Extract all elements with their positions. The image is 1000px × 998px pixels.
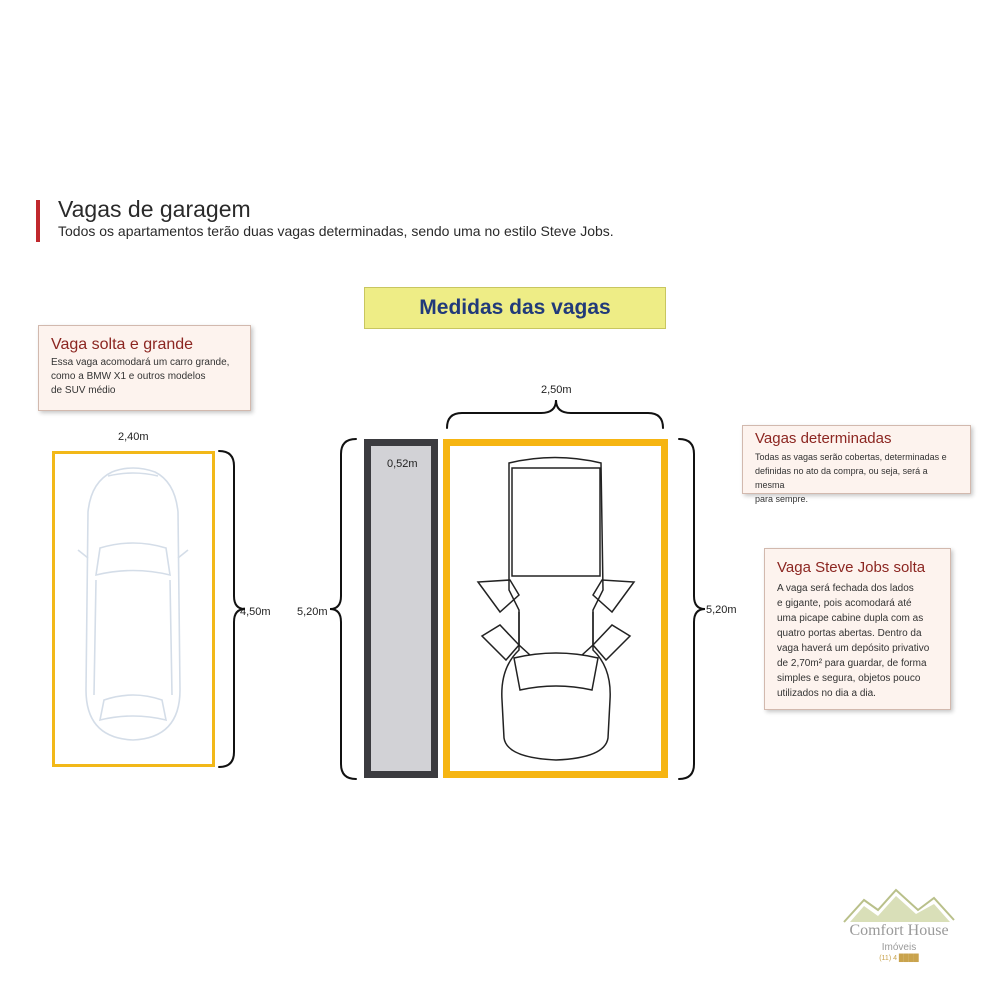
- big-length-left-label: 5,20m: [297, 606, 328, 618]
- pickup-outline: [476, 456, 636, 761]
- info-heading: Vagas determinadas: [755, 430, 892, 447]
- info-body: Essa vaga acomodará um carro grande, com…: [51, 357, 230, 396]
- small-length-label: 4,50m: [240, 606, 271, 618]
- brace-small-right: [218, 450, 246, 768]
- info-body: A vaga será fechada dos lados e gigante,…: [777, 583, 930, 699]
- banner-label: Medidas das vagas: [419, 296, 611, 319]
- page-subtitle: Todos os apartamentos terão duas vagas d…: [58, 223, 614, 239]
- info-body: Todas as vagas serão cobertas, determina…: [755, 452, 947, 504]
- suv-outline: [77, 467, 189, 741]
- big-width-label: 2,50m: [541, 384, 572, 396]
- parking-space-small: [52, 451, 215, 767]
- info-box-determinadas: Vagas determinadas Todas as vagas serão …: [742, 425, 971, 504]
- logo-name: Comfort House: [849, 922, 949, 939]
- small-width-label: 2,40m: [118, 431, 149, 443]
- info-box-steve-jobs: Vaga Steve Jobs solta A vaga será fechad…: [764, 548, 951, 710]
- big-length-right-label: 5,20m: [706, 604, 737, 616]
- storage-width-label: 0,52m: [387, 458, 418, 470]
- info-heading: Vaga solta e grande: [51, 336, 194, 353]
- brace-left: [329, 438, 357, 780]
- measurements-banner: Medidas das vagas: [364, 287, 666, 329]
- info-box-solta-grande: Vaga solta e grande Essa vaga acomodará …: [38, 325, 251, 411]
- logo-house-icon: [843, 888, 955, 923]
- brace-top: [446, 399, 664, 429]
- logo-phone: (11) 4 ████: [879, 955, 919, 962]
- parking-space-steve-jobs: [443, 439, 668, 778]
- brand-logo: Comfort House Imóveis (11) 4 ████: [834, 880, 964, 970]
- title-accent-bar: [36, 200, 40, 242]
- page-title: Vagas de garagem: [58, 196, 251, 222]
- info-heading: Vaga Steve Jobs solta: [777, 559, 926, 576]
- brace-right: [678, 438, 706, 780]
- storage-strip: 0,52m: [364, 439, 438, 778]
- logo-sub: Imóveis: [881, 942, 917, 953]
